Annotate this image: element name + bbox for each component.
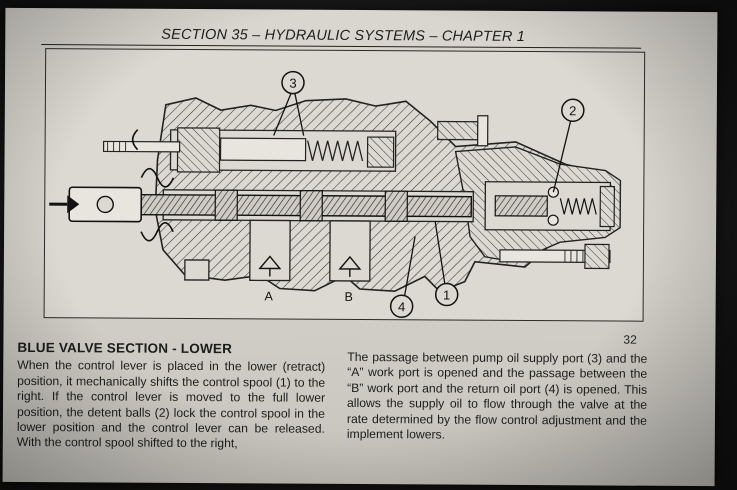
left-column: BLUE VALVE SECTION - LOWER When the cont… — [17, 340, 326, 453]
callout-1: 1 — [443, 288, 450, 303]
spool-land — [299, 190, 323, 222]
callout-circle-1 — [434, 282, 459, 307]
section-heading: SECTION 35 – HYDRAULIC SYSTEMS – CHAPTER… — [161, 26, 526, 46]
upper-cap — [366, 136, 395, 168]
detent-ball — [547, 214, 559, 226]
port-a-passage — [249, 219, 291, 282]
section-title: BLUE VALVE SECTION - LOWER — [17, 339, 233, 357]
manual-page: SECTION 35 – HYDRAULIC SYSTEMS – CHAPTER… — [2, 7, 718, 487]
callout-circle-2 — [561, 98, 585, 123]
mount-block — [184, 259, 210, 281]
leader-3b — [294, 93, 305, 136]
port-b-passage — [329, 220, 371, 282]
callout-2: 2 — [569, 103, 576, 118]
right-column: The passage between pump oil supply port… — [347, 350, 648, 444]
callout-3: 3 — [289, 76, 296, 91]
figure-number: 32 — [623, 332, 637, 347]
port-label-b: B — [344, 290, 352, 304]
page-header: SECTION 35 – HYDRAULIC SYSTEMS – CHAPTER… — [5, 24, 717, 50]
rubber-boot — [140, 167, 175, 242]
adjust-screw-threads — [107, 141, 127, 152]
top-plug — [437, 120, 479, 141]
spool-land — [214, 189, 238, 221]
lower-screw-threads — [564, 250, 590, 263]
adjust-screw — [102, 140, 181, 153]
valve-cross-section: 3 2 1 4 A B — [49, 70, 622, 319]
top-plug-cap — [477, 115, 489, 147]
clevis-pin-hole — [96, 195, 114, 214]
port-label-a: A — [264, 289, 273, 303]
callout-4: 4 — [398, 299, 405, 314]
flow-arrowhead — [67, 195, 80, 214]
left-upper-nut — [176, 127, 221, 173]
upper-plunger — [219, 137, 307, 162]
spool-land — [384, 190, 408, 222]
leader-4 — [404, 236, 416, 296]
detent-cap — [599, 185, 615, 228]
upper-spring — [307, 140, 364, 162]
retaining-clip — [131, 129, 139, 151]
callout-circle-4 — [389, 294, 414, 319]
lower-adjust-screw — [499, 249, 611, 264]
leader-2 — [552, 120, 572, 193]
left-paragraph: When the control lever is placed in the … — [16, 358, 326, 451]
leader-3a — [273, 93, 292, 136]
callout-circle-3 — [281, 70, 305, 95]
valve-diagram: 3 2 1 4 A B — [43, 48, 646, 322]
right-paragraph: The passage between pump oil supply port… — [346, 349, 648, 442]
detent-plunger — [494, 195, 548, 217]
leader-1 — [434, 221, 446, 284]
lower-screw-head — [584, 243, 610, 270]
detent-spring — [559, 198, 597, 215]
